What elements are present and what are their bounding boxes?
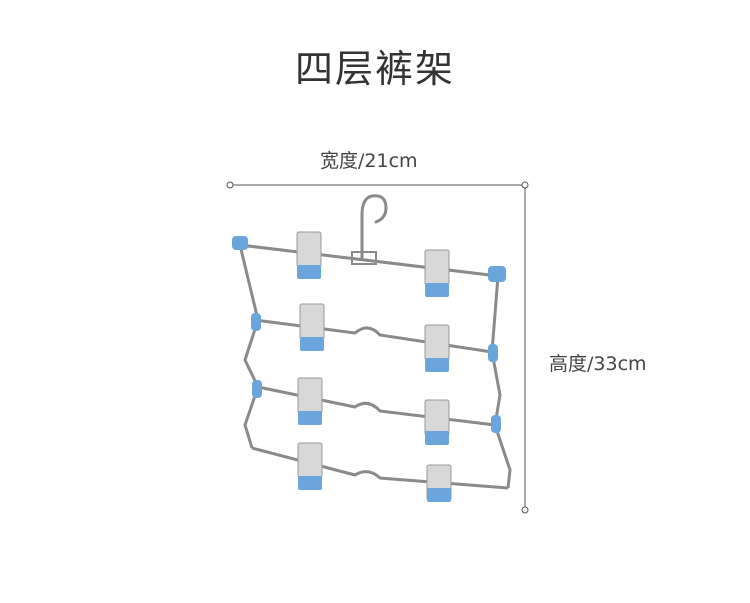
- right-frame: [490, 275, 512, 489]
- pants-hanger-icon: [232, 194, 512, 502]
- end-cap: [491, 415, 501, 433]
- clip: [424, 324, 450, 372]
- end-caps: [232, 236, 506, 433]
- product-title: 四层裤架: [294, 47, 455, 91]
- end-cap: [488, 344, 498, 362]
- tier-bar-3: [257, 385, 496, 427]
- height-label: 高度/33cm: [549, 353, 647, 375]
- clip: [299, 303, 325, 351]
- tier-bar-1: [239, 243, 499, 278]
- tier-bar-2: [254, 318, 493, 354]
- clips-right: [424, 249, 452, 502]
- corner-marker: [521, 181, 529, 189]
- end-cap: [488, 266, 506, 282]
- clip: [296, 231, 322, 279]
- tier-bar-4: [251, 446, 509, 490]
- clip: [424, 399, 450, 445]
- clip: [426, 464, 452, 502]
- width-start-marker: [226, 181, 234, 189]
- dimension-lines: [226, 181, 529, 514]
- end-cap: [232, 236, 248, 250]
- clip: [297, 442, 323, 490]
- left-frame: [238, 244, 260, 449]
- height-end-marker: [521, 506, 529, 514]
- width-label: 宽度/21cm: [320, 150, 418, 172]
- clip: [297, 377, 323, 425]
- end-cap: [251, 313, 261, 331]
- end-cap: [252, 380, 262, 398]
- clip: [424, 249, 450, 297]
- clips-left: [296, 231, 325, 490]
- hook: [360, 194, 388, 260]
- tier-bars: [238, 243, 512, 490]
